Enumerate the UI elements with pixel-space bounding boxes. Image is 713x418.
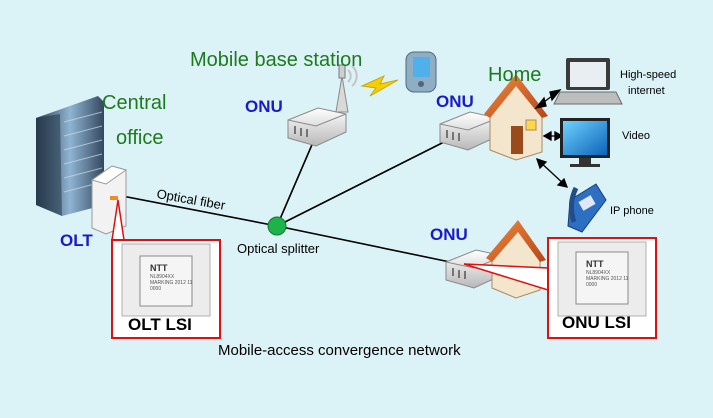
laptop-icon bbox=[553, 58, 623, 105]
onu-chip-line1: NL8904XX bbox=[586, 270, 611, 276]
television-icon bbox=[560, 118, 610, 167]
home-label: Home bbox=[488, 64, 542, 86]
onu-chip-brand: NTT bbox=[586, 259, 604, 269]
lightning-icon bbox=[360, 74, 399, 97]
onu-chip-line2: MARKING 2012 11 bbox=[586, 276, 629, 282]
onu-lsi-callout bbox=[463, 237, 657, 339]
high-speed-internet-label-line2: internet bbox=[628, 85, 665, 97]
ip-phone-icon bbox=[567, 183, 607, 233]
central-office-label-line1: Central bbox=[102, 92, 167, 114]
onu-base-device-icon bbox=[287, 107, 347, 147]
olt-chip-line2: MARKING 2012 11 bbox=[150, 280, 193, 286]
fiber-splitter-home-onu bbox=[276, 139, 449, 227]
home-house-icon bbox=[484, 74, 548, 161]
diagram-caption: Mobile-access convergence network bbox=[218, 342, 461, 359]
optical-splitter-label: Optical splitter bbox=[237, 241, 320, 256]
mobile-phone-icon bbox=[405, 51, 437, 93]
base-station-antenna-icon bbox=[335, 64, 358, 113]
video-label: Video bbox=[622, 130, 650, 142]
central-office-label-line2: office bbox=[116, 127, 164, 149]
mobile-base-station-label: Mobile base station bbox=[190, 49, 363, 71]
olt-chip-brand: NTT bbox=[150, 263, 168, 273]
onu-lower-label: ONU bbox=[430, 225, 468, 244]
fiber-splitter-base-onu bbox=[276, 139, 315, 227]
onu-base-label: ONU bbox=[245, 97, 283, 116]
office-building-icon bbox=[36, 96, 104, 216]
optical-splitter-node bbox=[267, 216, 287, 236]
onu-home-device-icon bbox=[439, 111, 499, 151]
olt-lsi-label: OLT LSI bbox=[128, 315, 192, 334]
ip-phone-label: IP phone bbox=[610, 205, 654, 217]
onu-home-label: ONU bbox=[436, 92, 474, 111]
olt-label: OLT bbox=[60, 231, 93, 250]
fiber-lines bbox=[121, 139, 451, 263]
olt-chip-line3: 0000 bbox=[150, 286, 162, 292]
onu-chip-line3: 0000 bbox=[586, 282, 598, 288]
olt-lsi-callout bbox=[111, 199, 221, 339]
device-arrows bbox=[534, 89, 569, 188]
high-speed-internet-label-line1: High-speed bbox=[620, 69, 677, 81]
fiber-olt-splitter bbox=[121, 195, 278, 227]
fiber-splitter-lower-onu bbox=[276, 225, 451, 263]
olt-chip-line1: NL8904XX bbox=[150, 274, 175, 280]
onu-lsi-label: ONU LSI bbox=[562, 313, 631, 332]
